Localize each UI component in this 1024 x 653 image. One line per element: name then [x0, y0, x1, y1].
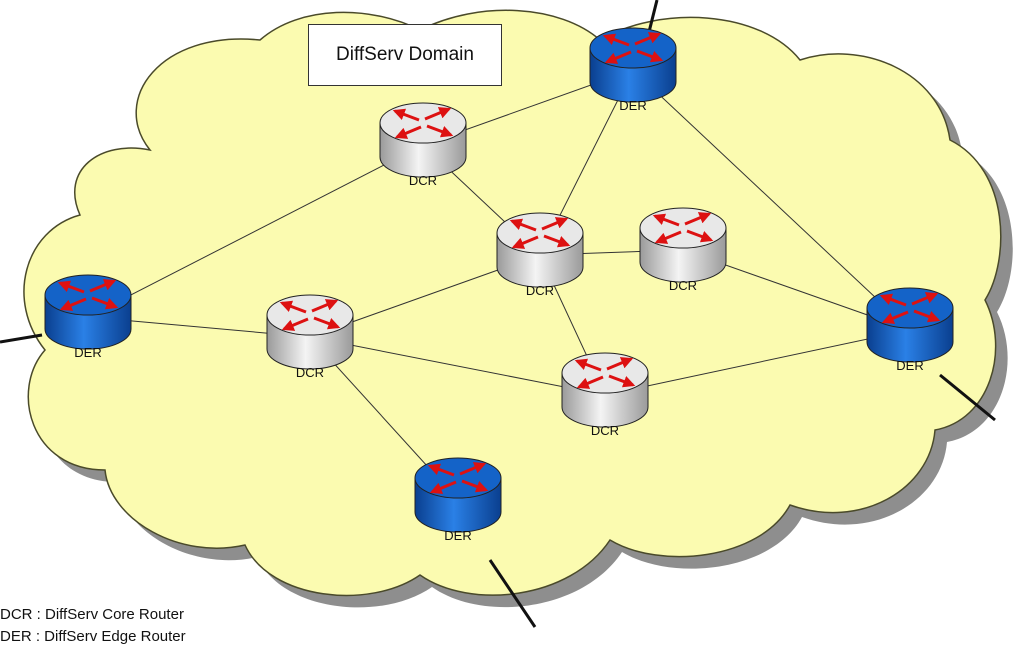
link-dcr_bottom-der_right [604, 329, 911, 396]
legend-dcr: DCR : DiffServ Core Router [0, 606, 184, 623]
external-link-bottom [488, 559, 537, 628]
core-router-icon-dcr_center [496, 212, 584, 288]
link-dcr_top-der_left [87, 144, 424, 318]
node-label-dcr_top: DCR [408, 173, 438, 188]
edge-router-icon-der_left [44, 274, 132, 350]
external-link-left [0, 333, 43, 344]
domain-title: DiffServ Domain [308, 24, 502, 86]
legend: DCR : DiffServ Core Router DER : DiffSer… [0, 604, 186, 648]
edge-router-icon-der_right [866, 287, 954, 363]
node-label-der_left: DER [74, 345, 102, 360]
node-label-dcr_bottom: DCR [590, 423, 620, 438]
edge-router-icon-der_top [589, 27, 677, 103]
diffserv-domain-cloud [23, 9, 1002, 597]
node-label-der_right: DER [896, 358, 924, 373]
external-link-right [939, 373, 996, 422]
node-label-der_bottom: DER [444, 528, 472, 543]
node-label-der_top: DER [619, 98, 647, 113]
edge-router-icon-der_bottom [414, 457, 502, 533]
core-router-icon-dcr_bottom [561, 352, 649, 428]
core-router-icon-dcr_top [379, 102, 467, 178]
legend-der: DER : DiffServ Edge Router [0, 628, 186, 645]
core-router-icon-dcr_left [266, 294, 354, 370]
link-der_top-der_right [632, 69, 911, 331]
core-router-icon-dcr_right [639, 207, 727, 283]
node-label-dcr_left: DCR [295, 365, 325, 380]
node-label-dcr_center: DCR [525, 283, 555, 298]
node-label-dcr_right: DCR [668, 278, 698, 293]
link-dcr_left-dcr_bottom [309, 336, 606, 396]
